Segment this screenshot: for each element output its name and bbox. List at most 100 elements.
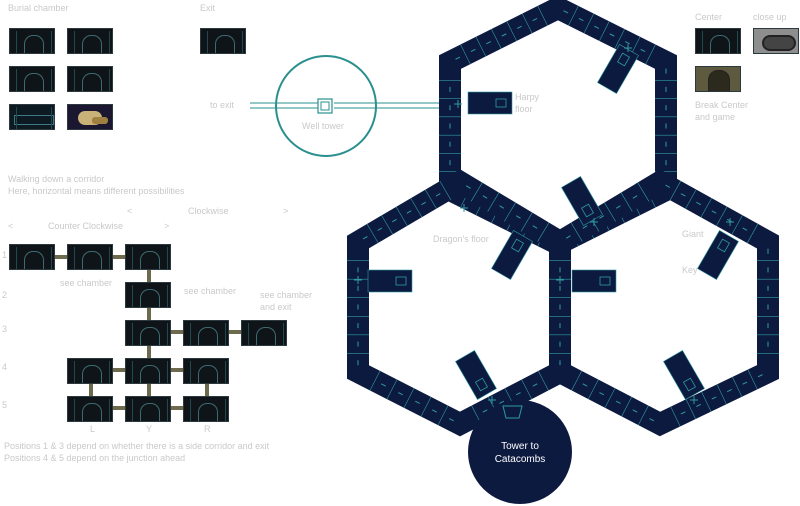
well-tower-center-inner xyxy=(320,101,330,111)
break-center-label-1: Break Center xyxy=(695,100,749,110)
corridor-tile-divider xyxy=(670,406,681,427)
corridor-tile-divider xyxy=(520,212,533,232)
exit-label: Exit xyxy=(200,3,216,13)
corridor-tile-divider xyxy=(537,222,550,242)
corridor-direction-mark xyxy=(726,389,732,393)
key-label: Key xyxy=(682,265,698,275)
corridor-connector-6 xyxy=(229,330,243,334)
burial-chamber-image-1 xyxy=(9,28,55,54)
junction-cross-8 xyxy=(690,396,698,404)
junction-cross-5 xyxy=(590,218,598,226)
corridor-direction-mark xyxy=(486,41,492,45)
to-exit-label: to exit xyxy=(210,100,235,110)
corridor-direction-mark xyxy=(696,403,702,407)
dragons-floor-label: Dragon's floor xyxy=(433,234,489,244)
corridor-connector-3 xyxy=(147,268,151,282)
corridor-direction-mark xyxy=(362,236,368,240)
break-center-label-2: and game xyxy=(695,112,736,122)
corridor-view-3c xyxy=(241,320,287,346)
corridor-direction-mark xyxy=(515,392,521,396)
catacombs-entrance-icon xyxy=(502,405,523,419)
corridor-direction-mark xyxy=(563,10,569,14)
corridor-tile-divider xyxy=(366,223,379,244)
corridor-direction-mark xyxy=(515,215,521,219)
side-chamber-door-icon xyxy=(580,203,595,218)
junction-cross-9 xyxy=(460,204,468,212)
corridor-direction-mark xyxy=(624,41,630,45)
giant-floor-label: Giant xyxy=(682,229,704,239)
corridor-tile-divider xyxy=(583,13,595,34)
corridor-direction-mark xyxy=(398,392,403,396)
side-chamber-3 xyxy=(367,269,413,293)
corridor-tile-divider xyxy=(614,28,625,49)
well-tower-label: Well tower xyxy=(302,121,344,131)
corridor-direction-mark xyxy=(532,18,538,22)
corridor-tile-divider xyxy=(587,379,599,400)
corridor-tile-divider xyxy=(537,5,548,26)
junction-cross-6 xyxy=(726,218,734,226)
corridor-direction-mark xyxy=(757,374,763,378)
corridor-tile-divider xyxy=(637,405,649,426)
side-chamber-door-icon xyxy=(616,52,631,67)
corridor-direction-mark xyxy=(501,33,507,37)
giant-hexagon-corridor xyxy=(549,169,779,437)
corridor-view-3b xyxy=(183,320,229,346)
corridor-direction-mark xyxy=(599,392,605,396)
positions-note-2: Positions 4 & 5 depend on the junction a… xyxy=(4,453,186,463)
corridor-connector-7 xyxy=(147,344,151,358)
corridor-direction-mark xyxy=(632,195,638,199)
corridor-view-4a xyxy=(67,358,113,384)
corridor-direction-mark xyxy=(377,227,383,231)
corridor-direction-mark xyxy=(615,400,621,404)
corridor-view-1c xyxy=(125,244,171,270)
harpy-floor-label-1: Harpy xyxy=(515,92,540,102)
corridor-tile-divider xyxy=(475,36,487,57)
corridor-view-5b xyxy=(125,396,171,422)
junction-cross-7 xyxy=(488,396,496,404)
corridor-direction-mark xyxy=(415,400,420,404)
close-up-image xyxy=(753,28,799,54)
corridor-direction-mark xyxy=(482,409,488,413)
corridor-tile-divider xyxy=(685,189,697,209)
side-chamber-door-icon xyxy=(716,238,731,253)
junction-cross-1 xyxy=(454,100,462,108)
center-label: Center xyxy=(695,12,723,22)
corridor-tile-divider xyxy=(604,202,616,222)
corridor-tile-divider xyxy=(716,206,728,227)
well-tower-ring xyxy=(275,55,377,157)
corridor-direction-mark xyxy=(582,383,588,387)
close-up-label: close up xyxy=(753,12,787,22)
corridor-tile-divider xyxy=(521,379,533,400)
corridor-connector-11 xyxy=(147,382,151,396)
corridor-tile-divider xyxy=(685,399,696,420)
corridor-tile-divider xyxy=(386,379,398,400)
corridor-connector-13 xyxy=(113,406,127,410)
corridor-direction-mark xyxy=(680,411,686,415)
corridor-direction-mark xyxy=(594,25,600,29)
clockwise-label: Clockwise xyxy=(188,206,229,216)
side-chamber-door-icon xyxy=(599,276,611,286)
corridor-connector-2 xyxy=(113,255,127,259)
corridor-direction-mark xyxy=(727,218,732,223)
corridor-direction-mark xyxy=(482,195,488,199)
side-chamber-4 xyxy=(571,269,617,293)
corridor-tile-divider xyxy=(425,189,437,209)
corridor-tile-divider xyxy=(369,370,381,391)
corridor-view-1b xyxy=(67,244,113,270)
corridor-tile-divider xyxy=(700,197,712,218)
clockwise-arrow-left: < xyxy=(127,206,133,216)
counterclockwise-arrow-left: < xyxy=(8,221,14,231)
corridor-view-4b xyxy=(125,358,171,384)
corridor-connector-1 xyxy=(55,255,69,259)
corridor-direction-mark xyxy=(565,235,571,239)
column-label-y: Y xyxy=(146,424,153,434)
corridor-direction-mark xyxy=(455,56,461,60)
corridor-tile-divider xyxy=(645,44,656,65)
row-label-4: 4 xyxy=(2,362,8,372)
walking-corridor-text-2: Here, horizontal means different possibi… xyxy=(8,186,185,196)
column-label-r: R xyxy=(204,424,211,434)
corridor-tile-divider xyxy=(568,5,579,26)
corridor-tile-divider xyxy=(621,396,633,417)
corridor-direction-mark xyxy=(582,225,588,229)
side-chamber-9 xyxy=(561,176,603,226)
